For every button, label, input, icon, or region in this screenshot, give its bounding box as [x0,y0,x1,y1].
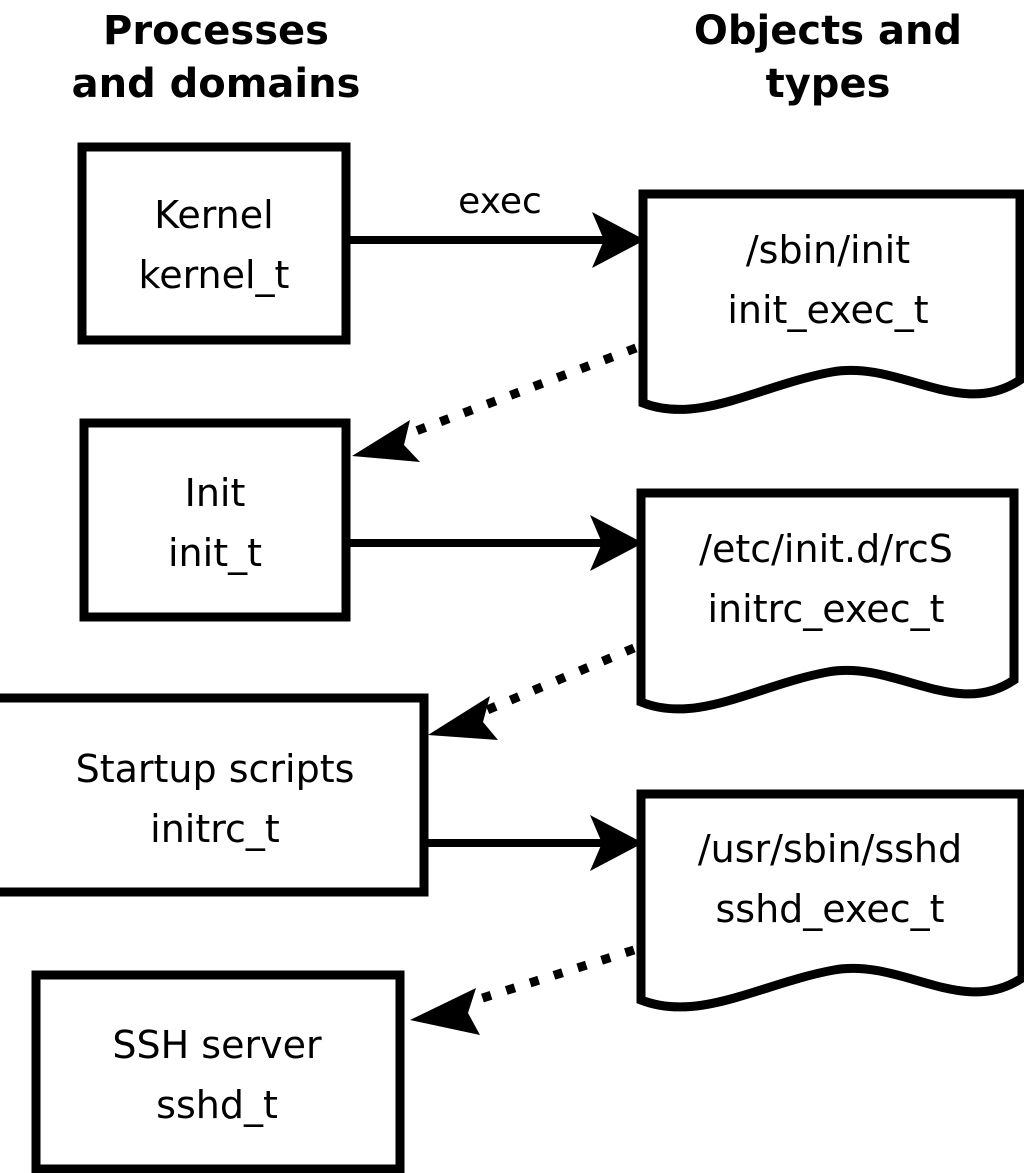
node-startup-scripts-type: initrc_t [150,807,280,851]
arrowhead-initrc-transition [428,696,498,740]
node-kernel-name: Kernel [154,193,273,237]
node-init-name: Init [185,471,246,515]
heading-objects-and-types: Objects and types [694,8,962,107]
arrowhead-sshd-transition [410,988,480,1035]
node-kernel-type: kernel_t [139,253,290,297]
heading-left-line1: Processes [103,8,329,54]
node-sshd-exec[interactable]: /usr/sbin/sshd sshd_exec_t [636,789,1024,1012]
node-initrc-exec[interactable]: /etc/init.d/rcS initrc_exec_t [636,488,1019,714]
heading-right-line2: types [766,61,891,107]
arrowhead-init-exec [590,515,643,571]
node-startup-scripts-box[interactable] [0,693,429,897]
node-init-box[interactable] [79,418,351,622]
node-initrc-exec-path: /etc/init.d/rcS [699,527,953,571]
heading-left-line2: and domains [72,61,361,107]
node-ssh-server[interactable]: SSH server sshd_t [31,970,405,1173]
node-kernel-box[interactable] [77,142,351,345]
node-init[interactable]: Init init_t [79,418,351,622]
node-init-exec-path: /sbin/init [746,228,910,272]
node-init-exec-type: init_exec_t [727,288,928,332]
node-initrc-exec-document[interactable] [636,488,1019,714]
edge-initrc-exec-sshd-exec [428,815,643,871]
arrowhead-initrc-exec [590,815,643,871]
node-sshd-exec-type: sshd_exec_t [715,887,944,931]
node-kernel[interactable]: Kernel kernel_t [77,142,351,345]
node-init-type: init_t [168,531,262,575]
edge-init-exec-transition-init [352,343,638,462]
node-ssh-server-name: SSH server [112,1023,322,1067]
edge-line-initrc-transition [478,643,636,718]
node-init-exec[interactable]: /sbin/init init_exec_t [638,189,1024,414]
arrowhead-init-transition [352,420,420,462]
edge-sshd-exec-transition-sshd [410,945,636,1035]
node-startup-scripts-name: Startup scripts [76,747,355,791]
node-initrc-exec-type: initrc_exec_t [708,587,945,631]
node-init-exec-document[interactable] [638,189,1024,414]
node-sshd-exec-path: /usr/sbin/sshd [698,827,962,871]
edge-line-init-transition [398,343,638,442]
arrowhead-kernel-exec [592,212,645,268]
edge-kernel-exec-init-exec: exec [350,181,645,268]
heading-right-line1: Objects and [694,8,962,54]
node-ssh-server-type: sshd_t [156,1083,278,1127]
heading-processes-and-domains: Processes and domains [72,8,361,107]
node-startup-scripts[interactable]: Startup scripts initrc_t [0,693,429,897]
edge-init-exec-initrc-exec [350,515,643,571]
edge-label-exec: exec [458,181,542,222]
node-ssh-server-box[interactable] [31,970,405,1173]
node-sshd-exec-document[interactable] [636,789,1024,1012]
edge-initrc-exec-transition-initrc [428,643,636,740]
edge-line-sshd-transition [468,945,636,1007]
